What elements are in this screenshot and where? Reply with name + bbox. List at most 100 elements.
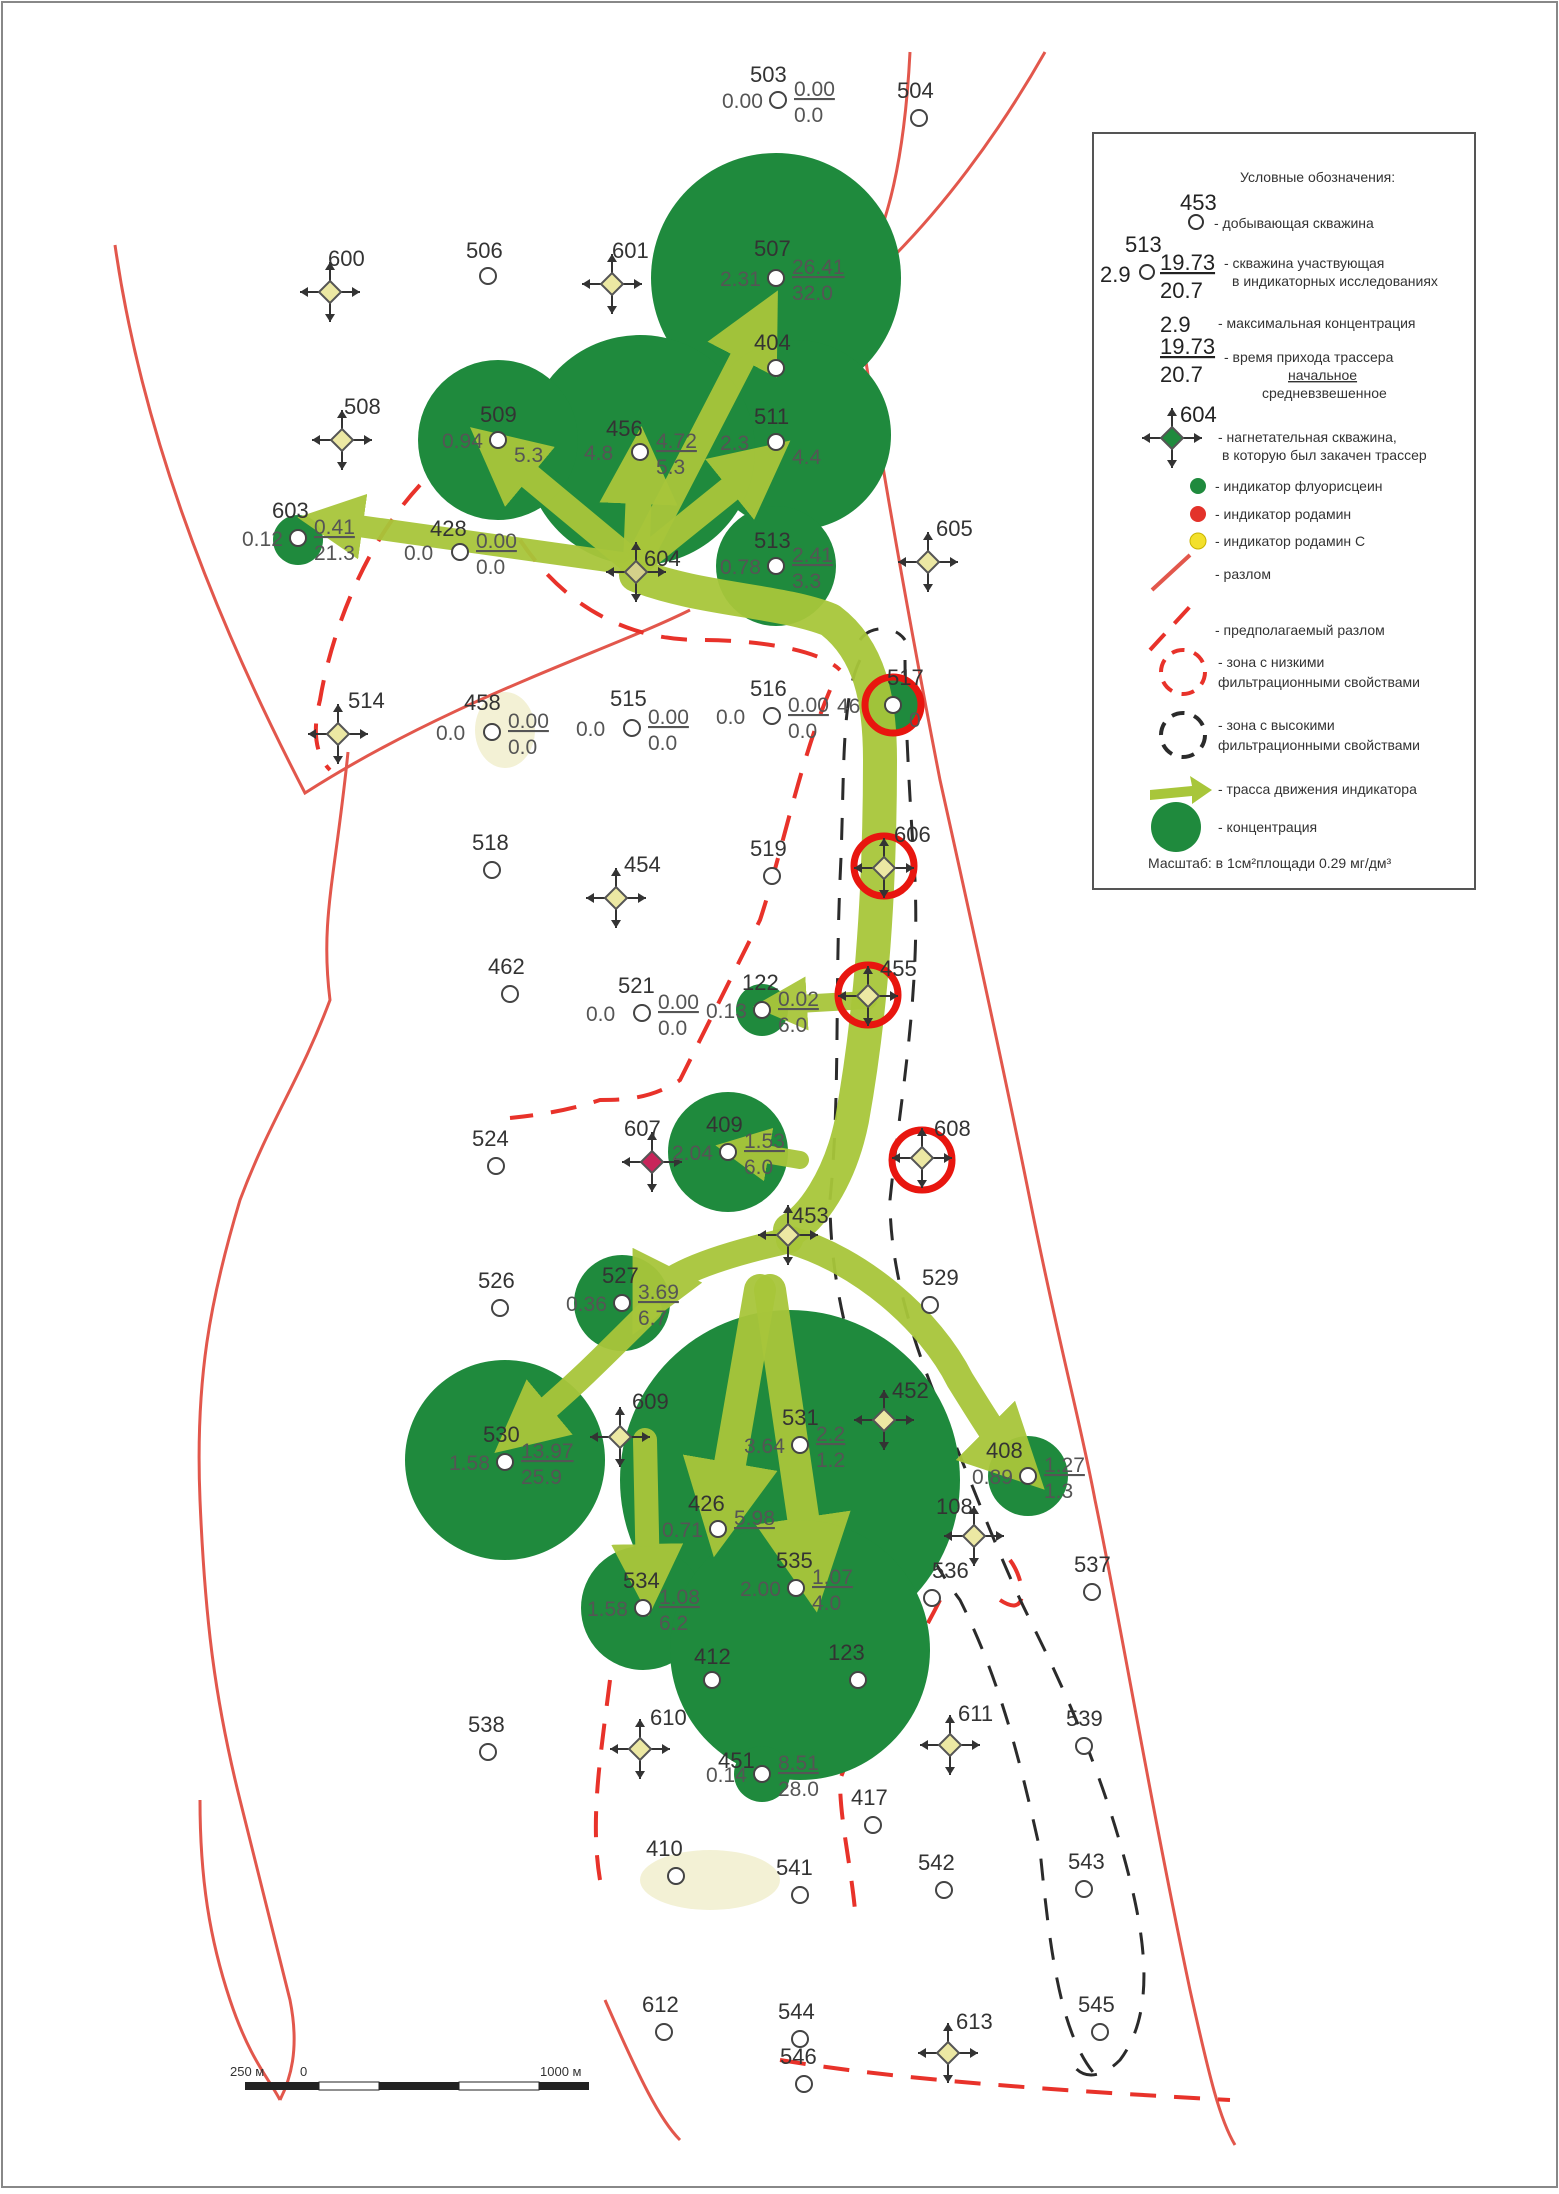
- well-539[interactable]: 539: [1066, 1706, 1103, 1755]
- well-number: 518: [472, 830, 509, 855]
- well-611[interactable]: 611: [920, 1701, 993, 1775]
- legend-high-zone-1: - зона с высокими: [1218, 717, 1335, 733]
- well-518[interactable]: 518: [472, 830, 509, 879]
- max-concentration: 4.8: [584, 442, 613, 465]
- well-519[interactable]: 519: [750, 836, 787, 885]
- well-536[interactable]: 536: [923, 1558, 969, 1607]
- max-concentration: 2.00: [740, 1578, 781, 1601]
- well-542[interactable]: 542: [918, 1850, 955, 1899]
- well-453[interactable]: 453: [758, 1203, 829, 1265]
- well-412[interactable]: 412: [694, 1644, 731, 1689]
- well-607[interactable]: 607: [622, 1116, 682, 1192]
- tracer-route: [754, 1274, 851, 1613]
- well-number: 513: [754, 528, 791, 553]
- average-time: 0.0: [788, 720, 817, 743]
- well-504[interactable]: 504: [897, 78, 934, 127]
- well-544[interactable]: 544: [778, 1999, 815, 2048]
- well-601[interactable]: 601: [582, 238, 649, 314]
- max-concentration: 1.58: [449, 1452, 490, 1475]
- arrival-time: 0.00: [476, 530, 517, 553]
- well-613[interactable]: 613: [918, 2009, 993, 2083]
- well-number: 538: [468, 1712, 505, 1737]
- fault-symbol: [1150, 553, 1192, 592]
- legend-rhodamine: - индикатор родамин: [1215, 506, 1351, 522]
- well-506[interactable]: 506: [466, 238, 503, 285]
- well-606[interactable]: 606: [854, 822, 931, 898]
- well-612[interactable]: 612: [642, 1992, 679, 2041]
- well-410[interactable]: 410: [646, 1836, 685, 1885]
- tracer-route: [776, 1226, 1045, 1490]
- production-well-icon: [884, 696, 902, 714]
- legend-fluorescein: - индикатор флуорисцеин: [1215, 478, 1383, 494]
- legend-injection-number: 604: [1180, 402, 1217, 427]
- max-concentration: 0.14: [706, 1764, 747, 1787]
- legend-low-zone-2: фильтрационными свойствами: [1218, 674, 1420, 690]
- well-605[interactable]: 605: [898, 516, 973, 592]
- well-462[interactable]: 462: [488, 954, 525, 1003]
- tracer-route: [297, 493, 647, 576]
- legend-arrival-text-2: начальное: [1288, 367, 1357, 383]
- well-455[interactable]: 455: [838, 956, 917, 1026]
- high-zone-symbol: [1159, 711, 1207, 759]
- well-609[interactable]: 609: [590, 1389, 669, 1467]
- well-610[interactable]: 610: [610, 1705, 687, 1779]
- well-454[interactable]: 454: [586, 852, 661, 928]
- well-number: 546: [780, 2044, 817, 2069]
- well-514[interactable]: 514: [308, 688, 385, 764]
- legend-concentration: - концентрация: [1218, 819, 1317, 835]
- well-546[interactable]: 546: [780, 2044, 817, 2093]
- legend-route: - трасса движения индикатора: [1218, 781, 1417, 797]
- low-zone-boundary: [518, 538, 842, 672]
- well-604[interactable]: 604: [606, 542, 681, 602]
- well-541[interactable]: 541: [776, 1855, 813, 1904]
- well-529[interactable]: 529: [921, 1265, 959, 1314]
- well-543[interactable]: 543: [1068, 1849, 1105, 1898]
- average-time: 32.0: [792, 282, 833, 305]
- injection-well-icon: [838, 966, 898, 1026]
- well-417[interactable]: 417: [851, 1785, 888, 1834]
- well-526[interactable]: 526: [478, 1268, 515, 1317]
- well-537[interactable]: 537: [1074, 1552, 1111, 1601]
- well-123[interactable]: 123: [828, 1640, 867, 1689]
- well-545[interactable]: 545: [1078, 1992, 1115, 2041]
- well-404[interactable]: 404: [754, 330, 791, 377]
- well-600[interactable]: 600: [300, 246, 365, 322]
- injection-well-icon: [300, 262, 360, 322]
- rhodamine-c-dot: [1189, 532, 1207, 550]
- well-524[interactable]: 524: [472, 1126, 509, 1175]
- low-zone-boundary: [998, 1558, 1024, 1608]
- well-number: 535: [776, 1548, 813, 1573]
- well-508[interactable]: 508: [312, 394, 381, 470]
- well-452[interactable]: 452: [854, 1378, 929, 1450]
- well-number: 609: [632, 1389, 669, 1414]
- well-number: 451: [718, 1748, 755, 1773]
- fault-line: [113, 244, 691, 796]
- legend-arrival-text-1: - время прихода трассера: [1224, 349, 1394, 365]
- well-108[interactable]: 108: [936, 1494, 1004, 1566]
- well-608[interactable]: 608: [892, 1116, 971, 1188]
- well-538[interactable]: 538: [468, 1712, 505, 1761]
